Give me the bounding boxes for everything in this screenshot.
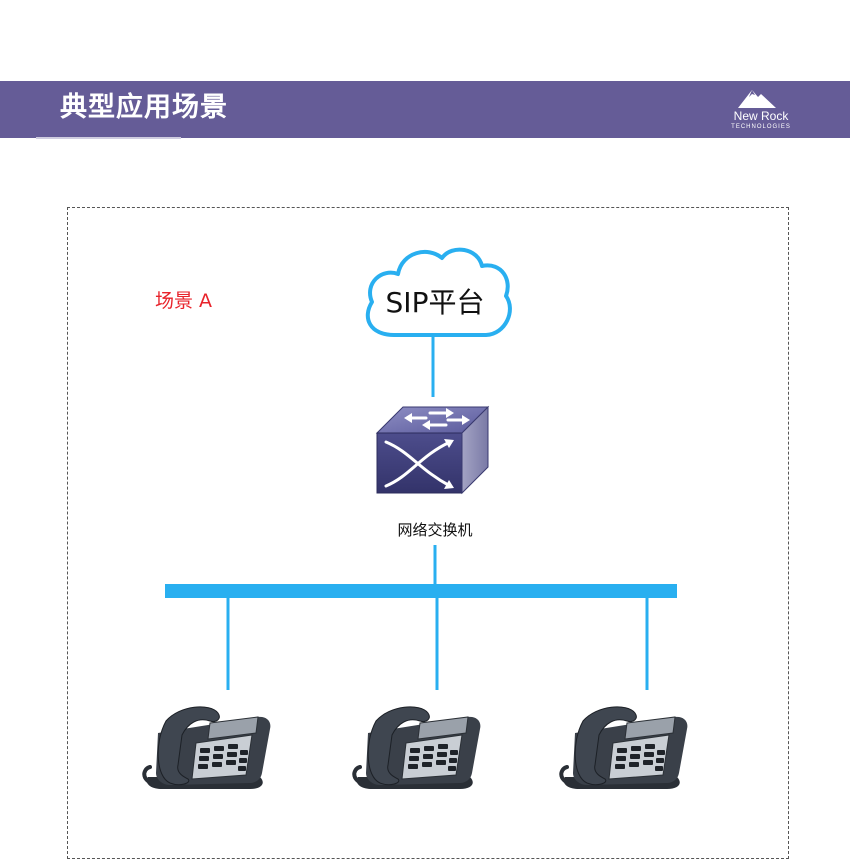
page-title: 典型应用场景 <box>60 92 228 123</box>
network-switch-icon <box>375 405 490 495</box>
company-logo: New Rock TECHNOLOGIES <box>716 88 806 134</box>
header-bar <box>0 81 850 138</box>
ip-phone-icon <box>142 704 273 791</box>
cloud-label: SIP平台 <box>385 286 485 319</box>
switch-label: 网络交换机 <box>397 521 473 539</box>
cloud-icon <box>365 247 512 337</box>
ip-phone-icon <box>559 704 690 791</box>
logo-name: New Rock <box>733 109 789 123</box>
header-underline <box>36 137 181 139</box>
mountain-logo-icon <box>738 90 776 108</box>
network-bus <box>165 584 677 598</box>
ip-phone-icon <box>352 704 483 791</box>
scenario-label: 场景 A <box>155 290 213 312</box>
logo-subtitle: TECHNOLOGIES <box>731 124 791 130</box>
